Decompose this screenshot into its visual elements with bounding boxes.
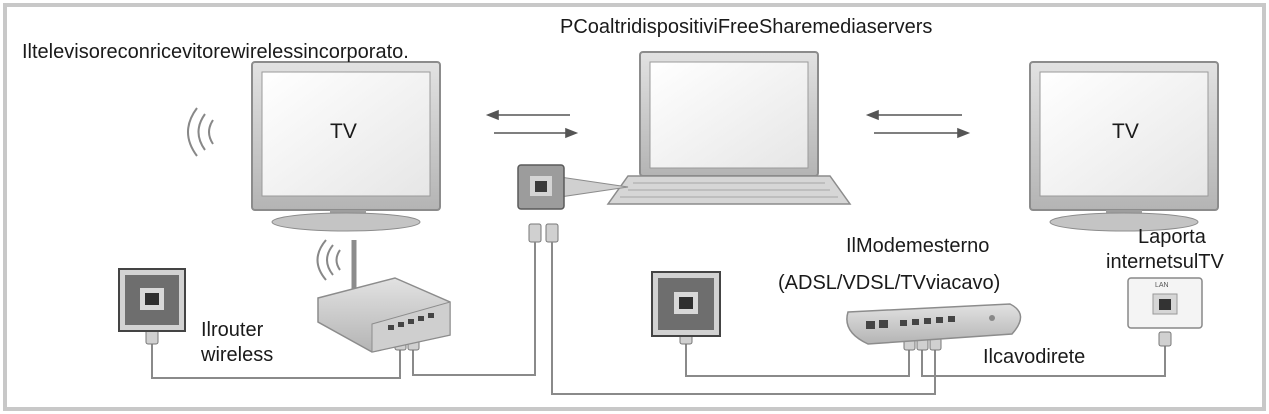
bidirectional-arrows-right xyxy=(865,109,971,139)
bidirectional-arrows-left xyxy=(485,109,579,139)
wifi-waves-icon xyxy=(187,107,214,157)
cable-label: Ilcavodirete xyxy=(983,346,1086,368)
laptop-lan-port-callout xyxy=(517,164,629,210)
tv-left xyxy=(251,61,441,232)
wireless-router xyxy=(316,239,451,353)
external-modem xyxy=(846,303,1022,345)
tv-right-screen-label: TV xyxy=(1112,120,1139,143)
tv-lan-port xyxy=(1127,277,1203,329)
tv-right xyxy=(1029,61,1219,232)
network-cables xyxy=(151,260,1166,395)
router-wifi-waves-icon xyxy=(316,239,341,281)
wall-socket-left xyxy=(118,268,186,332)
caption-pc-media-servers: PCoaltridispositiviFreeSharemediaservers xyxy=(560,16,933,38)
lan-port-label-line1: Laporta xyxy=(1138,226,1206,248)
router-label-line2: wireless xyxy=(201,344,274,366)
lan-jack-text: LAN xyxy=(1155,282,1169,289)
caption-tv-wireless: Iltelevisoreconricevitorewirelessincorpo… xyxy=(22,41,409,63)
tv-left-screen-label: TV xyxy=(330,120,357,143)
tv-right-screen xyxy=(1039,71,1209,197)
modem-label-line1: IlModemesterno xyxy=(846,235,990,257)
tv-left-screen xyxy=(261,71,431,197)
router-label-line1: Ilrouter xyxy=(201,319,264,341)
lan-port-label-line2: internetsulTV xyxy=(1106,251,1224,273)
modem-label-line2: (ADSL/VDSL/TVviacavo) xyxy=(778,272,1001,294)
laptop xyxy=(606,51,852,205)
wall-socket-center xyxy=(651,271,721,337)
diagram-frame xyxy=(3,3,1266,411)
